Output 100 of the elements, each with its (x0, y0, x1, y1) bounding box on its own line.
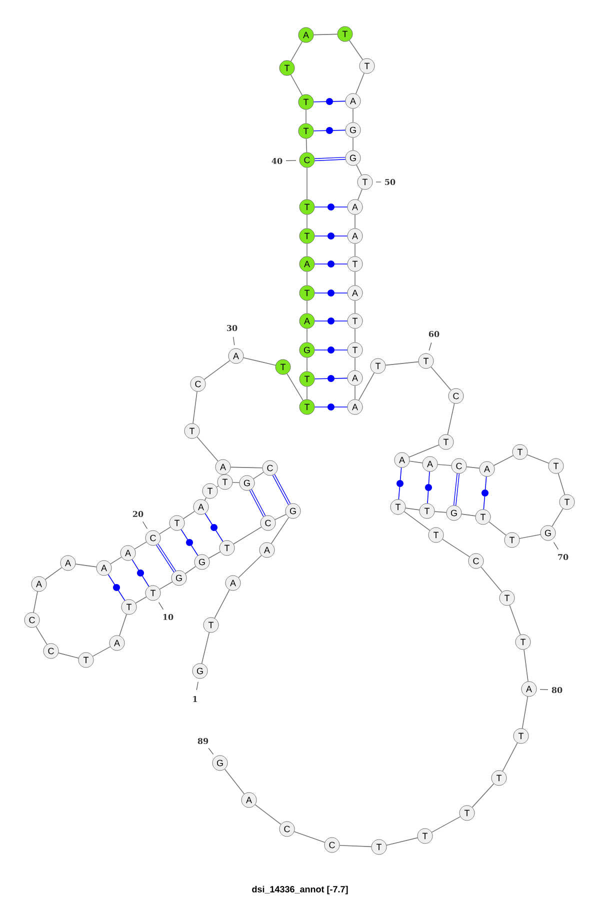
backbone-line (243, 357, 276, 366)
backbone-line (183, 510, 195, 520)
backbone-line (286, 373, 304, 401)
backbone-line (290, 41, 303, 62)
backbone-line (461, 514, 476, 516)
backbone-line (216, 486, 219, 488)
backbone-line (36, 626, 48, 645)
pair-bond (425, 471, 432, 504)
backbone-line (204, 360, 230, 380)
backbone-line (201, 632, 210, 664)
backbone-line (306, 167, 308, 200)
backbone-line (466, 466, 480, 469)
position-number: 60 (428, 330, 440, 351)
pair-bond (108, 574, 126, 601)
backbone-line (224, 768, 245, 794)
backbone-line (192, 391, 198, 424)
pair-bond (396, 467, 404, 500)
pair-bond (482, 476, 488, 510)
backbone-line (348, 40, 364, 60)
backbone-line (386, 837, 418, 846)
pair-bond (314, 404, 348, 410)
backbone-line (274, 514, 286, 520)
caption: dsi_14336_annot [-7.7] (252, 886, 348, 894)
double-line (314, 156, 346, 162)
backbone-line (232, 482, 240, 484)
backbone-line (354, 328, 356, 343)
pair-bond (314, 204, 348, 210)
pair-bond (204, 513, 224, 542)
backbone-line (75, 564, 97, 568)
position-number: 10 (158, 602, 174, 620)
double-line (453, 474, 460, 506)
backbone-line (159, 581, 173, 590)
backbone-line (493, 455, 514, 466)
pair-bond (314, 318, 348, 324)
backbone-line (306, 357, 308, 372)
position-number: 70 (554, 542, 568, 560)
backbone-line (480, 566, 502, 592)
backbone-line (385, 361, 419, 366)
backbone-line (488, 521, 506, 536)
backbone-line (509, 604, 521, 636)
backbone-line (354, 385, 356, 400)
backbone-line (354, 357, 356, 371)
backbone-line (254, 804, 282, 825)
backbone-line (44, 567, 62, 580)
backbone-line (313, 34, 338, 36)
backbone-line (405, 508, 420, 510)
backbone-line (92, 646, 111, 657)
backbone-line (294, 831, 326, 843)
position-number: 30 (227, 324, 238, 346)
backbone-line (196, 436, 218, 462)
backbone-line (431, 816, 461, 833)
backbone-line (519, 534, 541, 539)
backbone-line (306, 386, 308, 400)
position-number: 50 (376, 178, 396, 186)
backbone-line (306, 214, 308, 229)
backbone-line (355, 72, 365, 94)
position-number: 89 (198, 738, 214, 755)
backbone-line (357, 188, 363, 200)
backbone-line (524, 649, 528, 682)
backbone-line (270, 517, 290, 544)
backbone-line (354, 300, 356, 314)
pair-bond (314, 260, 348, 268)
pair-bond (132, 559, 150, 587)
backbone-line (306, 138, 308, 153)
backbone-line (204, 497, 207, 501)
pair-bond (314, 346, 348, 354)
backbone-line (184, 566, 196, 574)
backbone-line (526, 454, 550, 464)
backbone-line (437, 464, 452, 466)
position-number: 20 (132, 510, 148, 529)
backbone-line (306, 328, 308, 343)
backbone-line (58, 652, 79, 658)
backbone-line (306, 243, 308, 257)
backbone-line (352, 108, 354, 123)
backbone-line (134, 542, 147, 550)
backbone-line (119, 614, 127, 636)
backbone-line (230, 466, 263, 468)
backbone-line (290, 74, 303, 96)
backbone-line (214, 589, 230, 619)
pair-bond (313, 127, 346, 134)
backbone-line (447, 403, 455, 435)
pair-bond (180, 529, 198, 556)
backbone-line (472, 783, 494, 808)
backbone-line (358, 372, 375, 401)
backbone-line (430, 366, 452, 391)
backbone-line (238, 554, 262, 578)
backbone-line (354, 243, 356, 257)
backbone-line (404, 511, 430, 531)
backbone-line (434, 511, 447, 513)
backbone-line (442, 538, 470, 558)
backbone-line (159, 526, 171, 534)
double-line (249, 489, 266, 517)
backbone-line (339, 844, 372, 848)
backbone-line (409, 460, 423, 464)
backbone-line (354, 214, 356, 229)
backbone-line (408, 444, 440, 458)
position-number: 80 (540, 686, 562, 694)
backbone-line (135, 596, 147, 604)
backbone-line (552, 508, 564, 527)
backbone-line (208, 551, 221, 559)
